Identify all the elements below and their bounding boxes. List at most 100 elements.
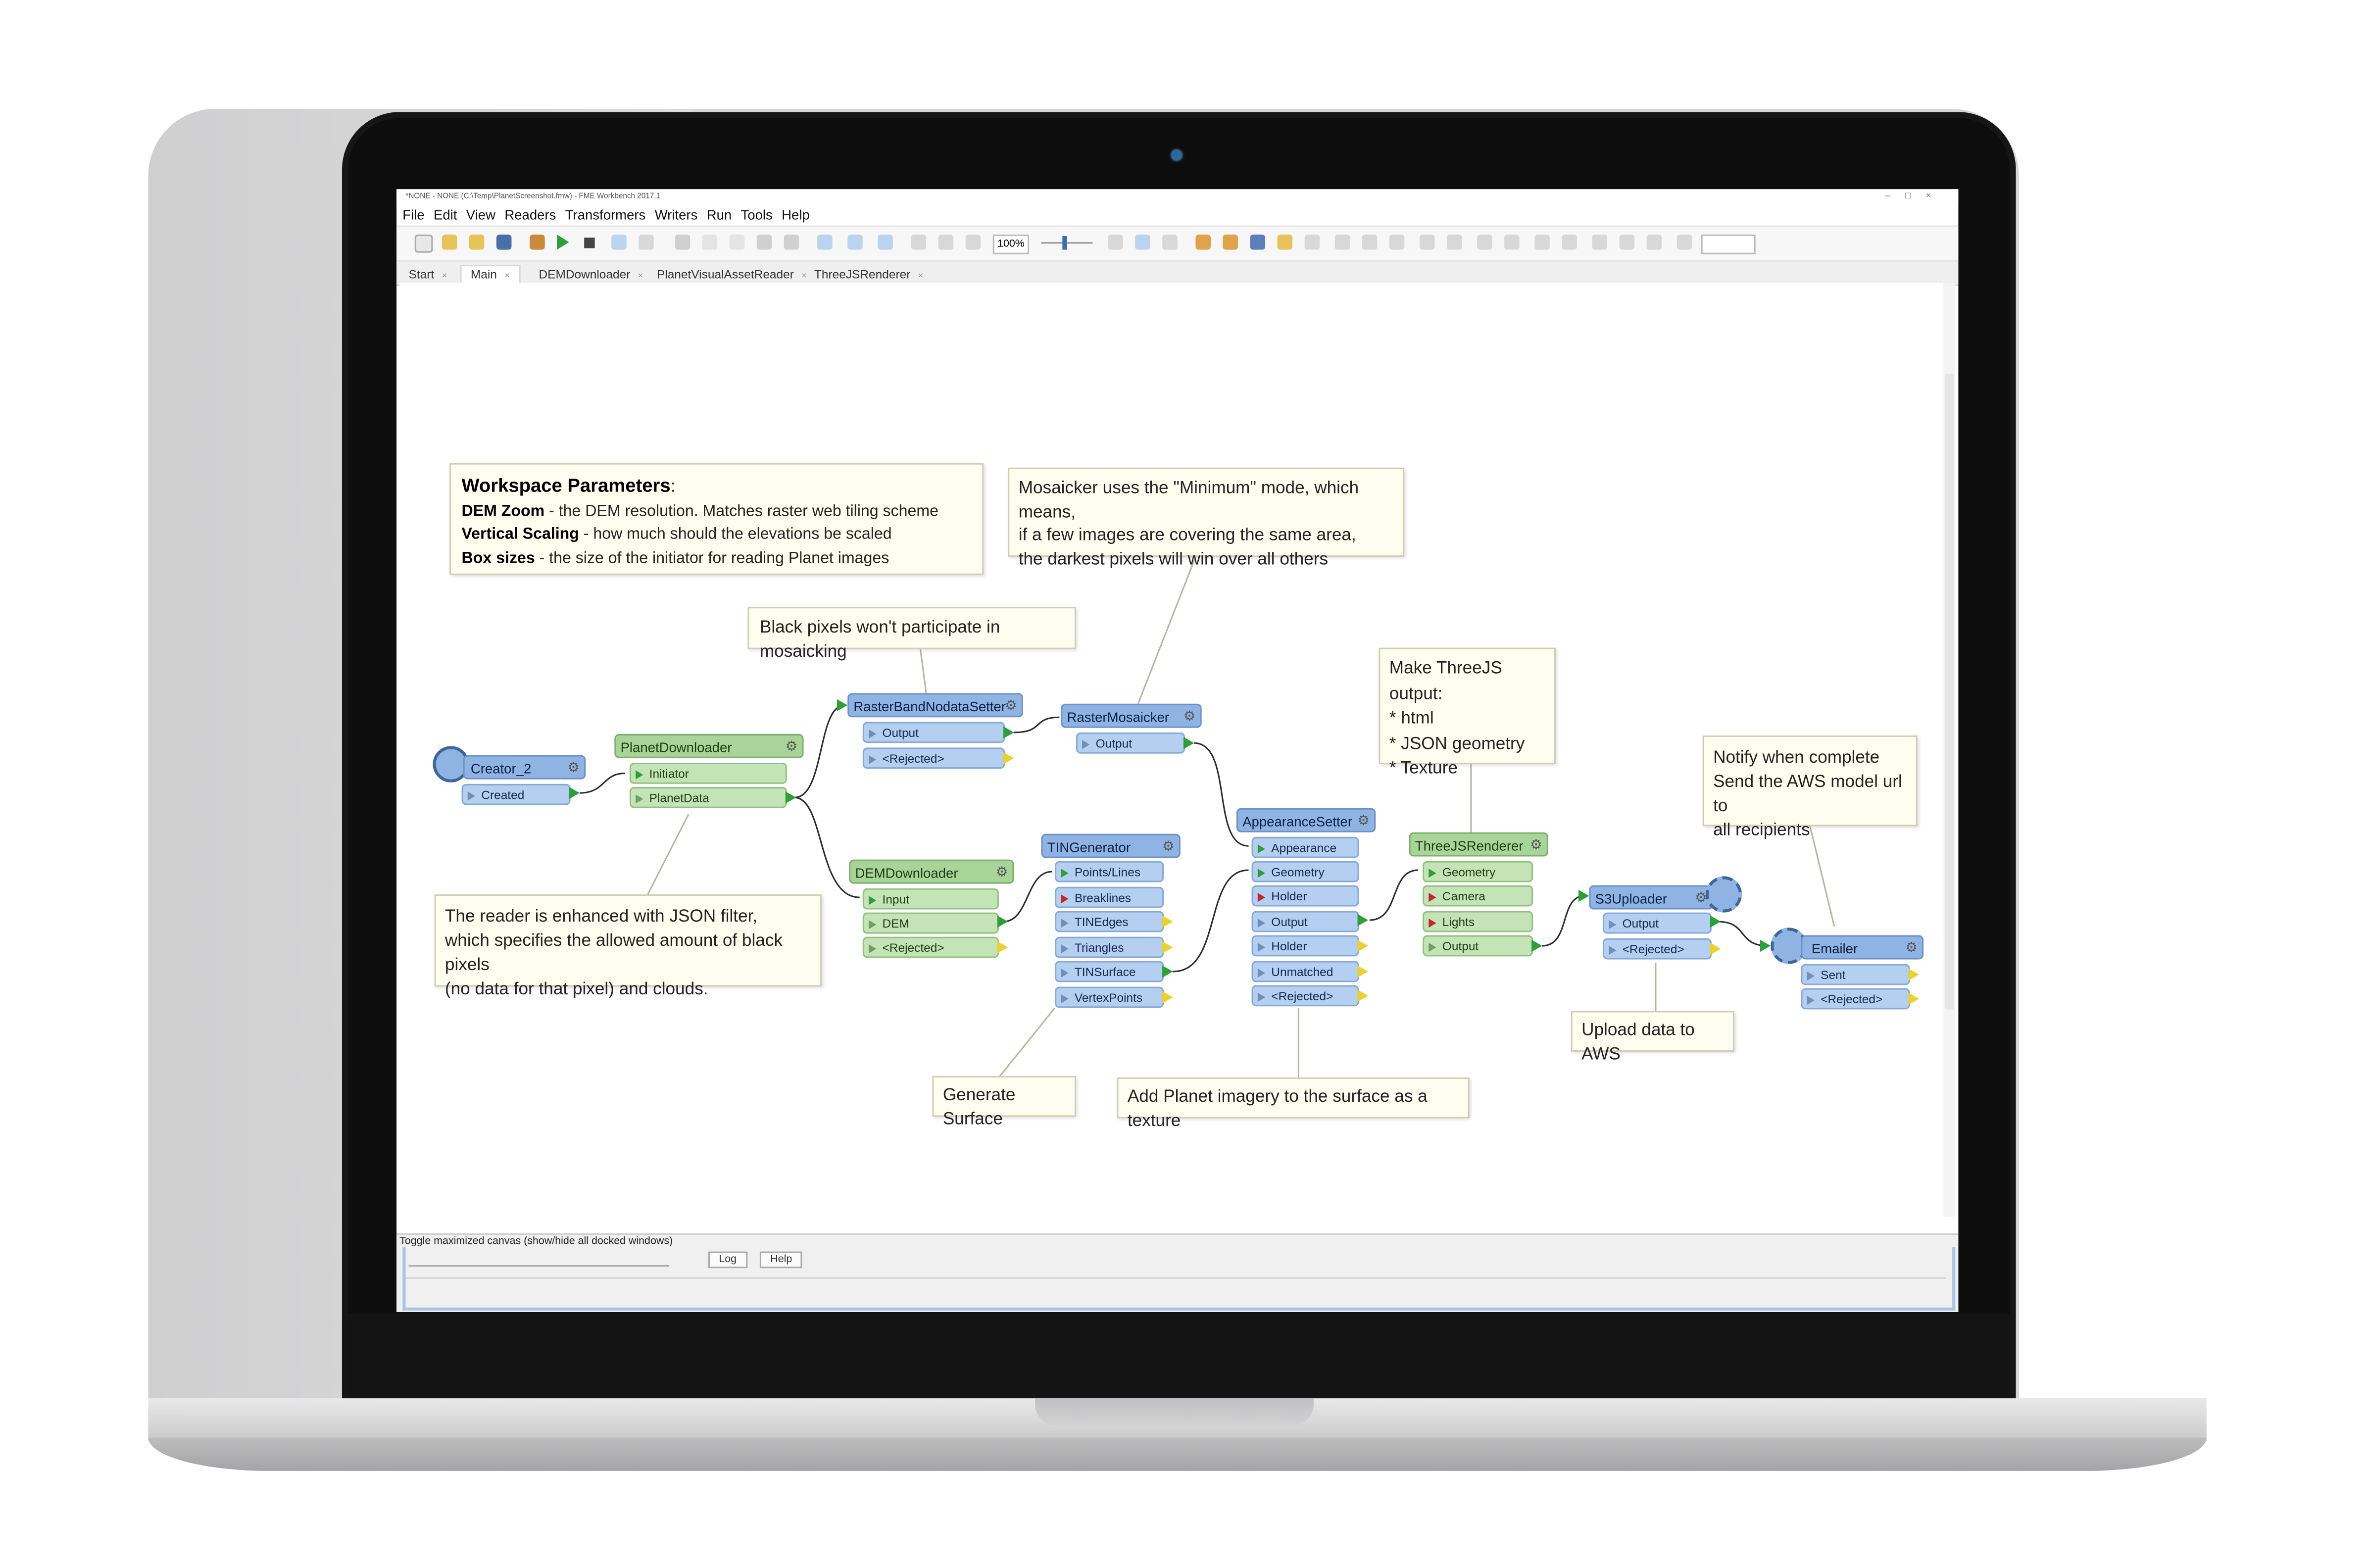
output-arrow-icon[interactable]: [1531, 939, 1542, 952]
input-port[interactable]: Holder: [1251, 885, 1359, 907]
zoom-slider-handle[interactable]: [1062, 236, 1067, 250]
menu-tools[interactable]: Tools: [740, 207, 773, 223]
rejected-arrow-icon[interactable]: [1908, 992, 1919, 1005]
gear-icon[interactable]: ⚙: [567, 759, 580, 775]
align-right-icon[interactable]: [1389, 234, 1405, 250]
annotation-notify[interactable]: Notify when complete Send the AWS model …: [1702, 735, 1918, 840]
maximize-button[interactable]: □: [1905, 192, 1926, 201]
zoom-slider-track[interactable]: [1041, 242, 1093, 244]
output-port[interactable]: Holder: [1251, 935, 1359, 957]
gear-icon[interactable]: ⚙: [1162, 838, 1175, 854]
rejected-port[interactable]: <Rejected>: [862, 747, 1005, 769]
align-top-icon[interactable]: [1419, 234, 1435, 250]
input-port[interactable]: Points/Lines: [1055, 861, 1164, 882]
rejected-arrow-icon[interactable]: [1003, 752, 1014, 765]
stop-icon[interactable]: [584, 238, 595, 248]
output-port[interactable]: Output: [1423, 935, 1533, 957]
output-port[interactable]: Sent: [1801, 964, 1910, 985]
output-port[interactable]: PlanetData: [629, 786, 787, 808]
annotation-generate-surface[interactable]: Generate Surface: [932, 1076, 1076, 1128]
inspect-icon[interactable]: [639, 234, 654, 250]
output-port[interactable]: TINEdges: [1055, 911, 1164, 932]
output-arrow-icon[interactable]: [1357, 939, 1368, 952]
output-arrow-icon[interactable]: [1908, 968, 1919, 981]
view-select[interactable]: [1701, 234, 1756, 254]
filter-icon[interactable]: [878, 234, 893, 250]
scrollbar-thumb[interactable]: [1944, 374, 1954, 1010]
align-bottom-icon[interactable]: [1446, 234, 1462, 250]
dropdown-icon[interactable]: [1677, 234, 1692, 250]
bookmark-icon[interactable]: [1195, 234, 1211, 250]
output-port[interactable]: Created: [461, 784, 571, 805]
transformer-header[interactable]: Creator_2⚙: [463, 755, 586, 780]
open-folder-icon[interactable]: [469, 234, 485, 250]
menu-edit[interactable]: Edit: [434, 207, 457, 223]
pan-icon[interactable]: [911, 234, 927, 250]
rejected-port[interactable]: <Rejected>: [862, 936, 999, 958]
rejected-arrow-icon[interactable]: [1710, 942, 1721, 955]
output-port[interactable]: VertexPoints: [1055, 986, 1164, 1008]
vertical-scrollbar[interactable]: [1943, 283, 1956, 1217]
output-port[interactable]: Output: [1251, 911, 1359, 932]
gear-icon[interactable]: ⚙: [1357, 812, 1370, 828]
input-port[interactable]: Initiator: [629, 762, 787, 784]
annotation-black-pixels[interactable]: Black pixels won't participate in mosaic…: [747, 607, 1076, 661]
feature-cache-icon[interactable]: [611, 234, 627, 250]
annotation-texture[interactable]: Add Planet imagery to the surface as a t…: [1117, 1077, 1470, 1129]
gear-icon[interactable]: ⚙: [1529, 836, 1542, 852]
input-port[interactable]: Geometry: [1251, 861, 1359, 882]
gear-icon[interactable]: ⚙: [1183, 708, 1196, 724]
output-arrow-icon[interactable]: [569, 786, 580, 799]
input-port[interactable]: Appearance: [1251, 836, 1359, 858]
menu-run[interactable]: Run: [706, 207, 732, 223]
minimize-button[interactable]: –: [1885, 192, 1905, 201]
connect-icon[interactable]: [847, 234, 863, 250]
bookmark-add-icon[interactable]: [1223, 234, 1238, 250]
space-h-icon[interactable]: [1534, 234, 1550, 250]
output-port[interactable]: Output: [1602, 912, 1712, 934]
output-arrow-icon[interactable]: [1162, 991, 1173, 1004]
output-arrow-icon[interactable]: [1710, 915, 1721, 928]
gear-icon[interactable]: ⚙: [1905, 939, 1918, 955]
rejected-arrow-icon[interactable]: [997, 941, 1008, 954]
run-icon[interactable]: [557, 234, 569, 250]
annotation-upload-aws[interactable]: Upload data to AWS: [1571, 1011, 1734, 1063]
transformer-header[interactable]: RasterBandNodataSetter⚙: [847, 693, 1023, 718]
cut-icon[interactable]: [675, 234, 690, 250]
zoom-selected-icon[interactable]: [1135, 234, 1150, 250]
undo-icon[interactable]: [756, 234, 772, 250]
menu-readers[interactable]: Readers: [504, 207, 556, 223]
tab-demdownloader[interactable]: DEMDownloader×: [539, 266, 643, 285]
rejected-port[interactable]: <Rejected>: [1602, 938, 1712, 960]
transformer-header[interactable]: Emailer⚙: [1801, 935, 1924, 960]
transformer-header[interactable]: PlanetDownloader⚙: [614, 734, 804, 758]
gear-icon[interactable]: ⚙: [1695, 889, 1707, 905]
tab-main[interactable]: Main×: [460, 265, 521, 285]
rejected-arrow-icon[interactable]: [1357, 989, 1368, 1002]
paste-icon[interactable]: [729, 234, 745, 250]
menu-transformers[interactable]: Transformers: [565, 207, 646, 223]
space-v-icon[interactable]: [1562, 234, 1577, 250]
menu-help[interactable]: Help: [782, 207, 810, 223]
size-width-icon[interactable]: [1619, 234, 1635, 250]
close-icon[interactable]: ×: [638, 272, 643, 282]
input-port[interactable]: Camera: [1423, 885, 1533, 907]
input-arrow-icon[interactable]: [1578, 889, 1589, 902]
menu-writers[interactable]: Writers: [654, 207, 698, 223]
menu-file[interactable]: File: [402, 207, 425, 223]
output-port[interactable]: Output: [862, 722, 1005, 743]
input-port[interactable]: Input: [862, 888, 999, 910]
zoom-fit-icon[interactable]: [1108, 234, 1123, 250]
input-port[interactable]: Geometry: [1423, 861, 1533, 882]
rejected-port[interactable]: <Rejected>: [1251, 985, 1359, 1007]
gear-icon[interactable]: ⚙: [785, 738, 798, 754]
menu-view[interactable]: View: [466, 207, 495, 223]
log-button[interactable]: Log: [708, 1251, 747, 1269]
transformer-header[interactable]: AppearanceSetter⚙: [1236, 808, 1376, 833]
close-icon[interactable]: ×: [801, 272, 807, 282]
new-icon[interactable]: [414, 234, 433, 253]
output-port[interactable]: Output: [1076, 732, 1185, 754]
annotation-reader-filter[interactable]: The reader is enhanced with JSON filter,…: [434, 894, 822, 999]
select-icon[interactable]: [817, 234, 833, 250]
output-port[interactable]: TINSurface: [1055, 961, 1164, 982]
